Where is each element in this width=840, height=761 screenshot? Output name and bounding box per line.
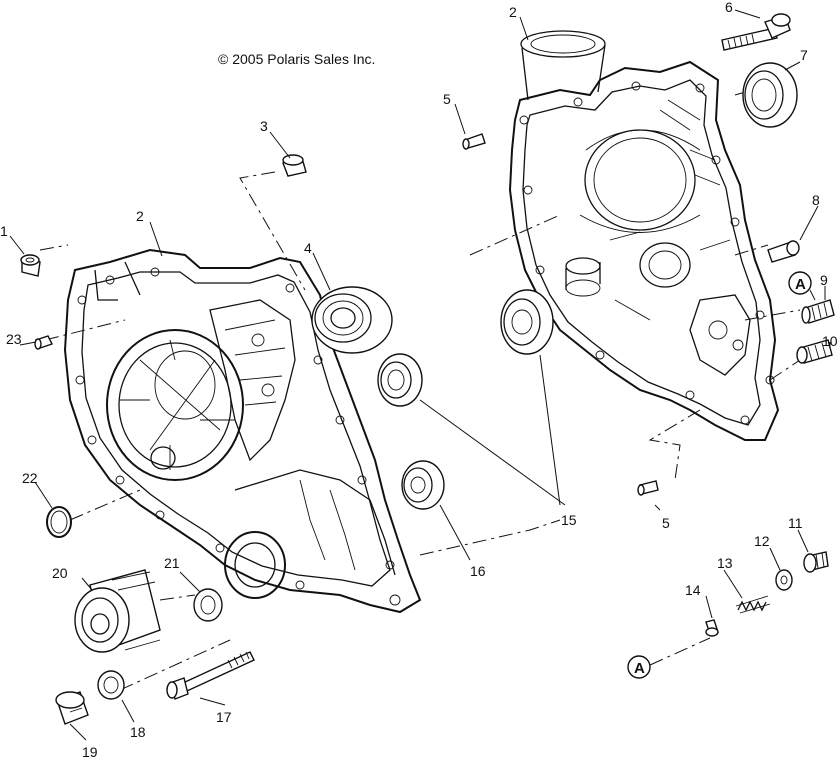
callout-1: 1: [0, 223, 8, 239]
part-8-dowel: [767, 240, 800, 263]
callout-7: 7: [800, 47, 808, 63]
callout-10: 10: [822, 333, 838, 349]
part-9-fitting: [801, 299, 835, 324]
part-22-o-ring: [46, 506, 72, 538]
callout-22: 22: [22, 470, 38, 486]
part-10-fitting: [796, 339, 833, 364]
right-crankcase-half: [508, 30, 780, 441]
part-12-washer: [775, 569, 793, 591]
callout-12: 12: [754, 533, 770, 549]
part-14-plunger: [705, 619, 719, 637]
callout-21: 21: [164, 555, 180, 571]
callout-13: 13: [717, 555, 733, 571]
callout-23: 23: [6, 331, 22, 347]
callout-5-lower: 5: [662, 515, 670, 531]
copyright-notice: © 2005 Polaris Sales Inc.: [218, 51, 376, 67]
callout-16: 16: [470, 563, 486, 579]
part-19-drain-plug: [55, 691, 89, 725]
part-16-bearing: [401, 460, 445, 510]
callout-4: 4: [304, 240, 312, 256]
leader-lines: [9, 9, 831, 741]
callout-20: 20: [52, 565, 68, 581]
part-17-bolt: [166, 651, 255, 700]
left-crankcase-half: [63, 248, 422, 614]
part-5-dowel-pin-upper: [462, 133, 486, 150]
callout-15: 15: [561, 512, 577, 528]
part-21-seal: [193, 588, 223, 622]
callout-5-upper: 5: [443, 91, 451, 107]
part-23-dowel: [34, 335, 53, 350]
part-6-stud: [721, 13, 791, 51]
reference-marker-a-upper: A: [788, 271, 816, 301]
reference-a-lower-label: A: [634, 660, 645, 677]
part-18-washer: [97, 670, 125, 700]
part-1-bushing: [20, 254, 41, 277]
part-15-bearing-left: [377, 353, 423, 407]
part-4-bearing: [311, 286, 393, 354]
callout-8: 8: [812, 192, 820, 208]
part-20-hub: [74, 569, 161, 653]
callout-18: 18: [130, 724, 146, 740]
reference-marker-a-lower: A: [627, 655, 651, 679]
callout-9: 9: [820, 272, 828, 288]
assembly-center-lines: [39, 84, 801, 691]
callout-11: 11: [788, 515, 803, 531]
reference-a-upper-label: A: [795, 276, 806, 293]
callout-17: 17: [216, 709, 232, 725]
callout-2-left: 2: [136, 208, 144, 224]
part-15-bearing-right: [500, 289, 554, 355]
callout-2-right: 2: [509, 4, 517, 20]
part-13-spring: [735, 595, 771, 614]
callout-19: 19: [82, 744, 98, 760]
part-5-dowel-pin-lower: [637, 480, 659, 496]
part-11-plug: [803, 551, 829, 573]
callout-14: 14: [685, 582, 701, 598]
callout-6: 6: [725, 0, 733, 15]
callout-3: 3: [260, 118, 268, 134]
part-7-seal: [742, 62, 798, 128]
part-3-dowel: [282, 154, 307, 177]
